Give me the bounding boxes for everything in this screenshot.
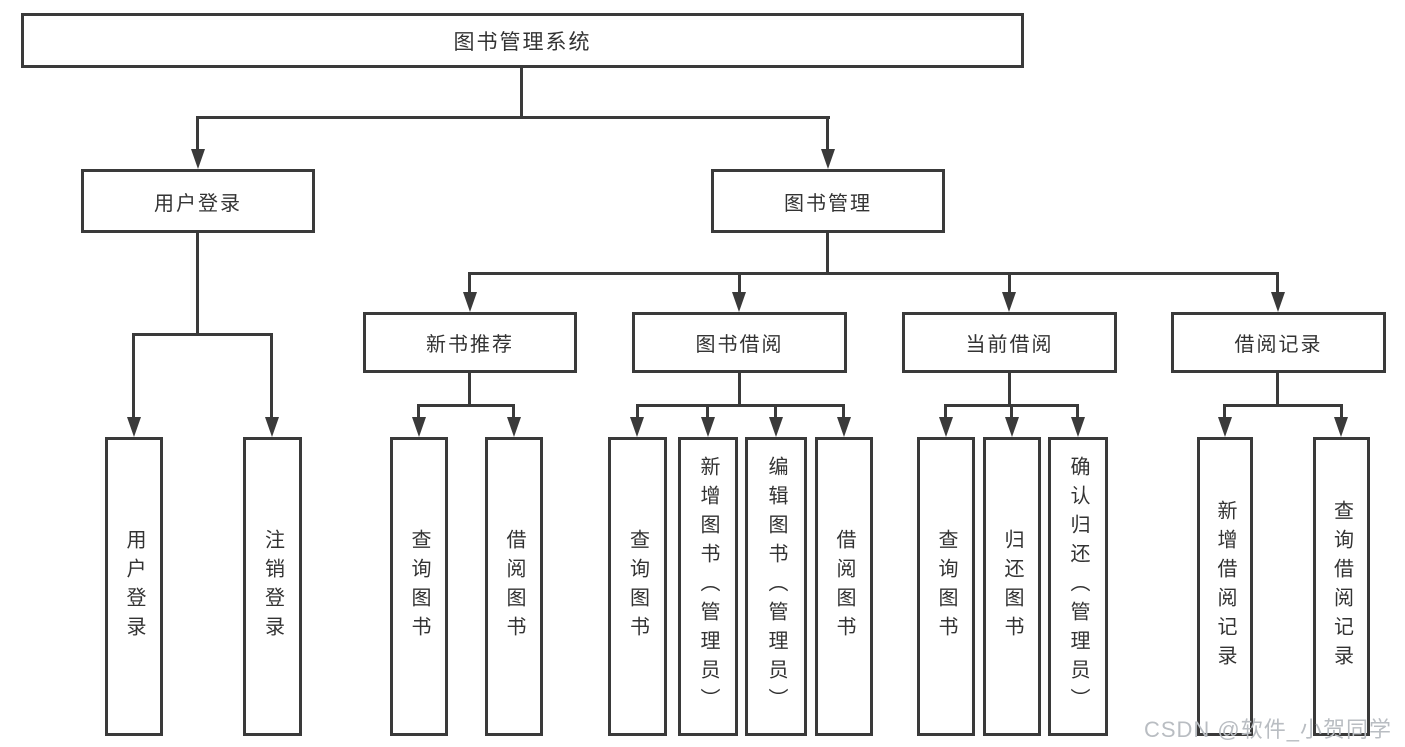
arrowhead-down-icon <box>1071 417 1085 437</box>
arrowhead-down-icon <box>1334 417 1348 437</box>
connector-line <box>132 333 273 336</box>
node-label: 新增图书（管理员） <box>697 456 719 717</box>
connector-line <box>132 333 135 421</box>
arrowhead-down-icon <box>1005 417 1019 437</box>
node-new-book-recommend: 新书推荐 <box>363 312 577 373</box>
node-label: 编辑图书（管理员） <box>765 456 787 717</box>
arrowhead-down-icon <box>939 417 953 437</box>
connector-line <box>738 371 741 407</box>
node-label: 用户登录 <box>123 528 145 645</box>
arrowhead-down-icon <box>1271 292 1285 312</box>
node-label: 借阅图书 <box>503 528 525 645</box>
connector-line <box>826 116 829 156</box>
connector-line <box>1008 371 1011 407</box>
connector-line <box>512 404 515 422</box>
arrowhead-down-icon <box>630 417 644 437</box>
node-leaf-query-books-recommend: 查询图书 <box>390 437 448 736</box>
arrowhead-down-icon <box>1218 417 1232 437</box>
node-book-management: 图书管理 <box>711 169 945 233</box>
arrowhead-down-icon <box>412 417 426 437</box>
arrowhead-down-icon <box>265 417 279 437</box>
node-leaf-query-books-current: 查询图书 <box>917 437 975 736</box>
connector-line <box>196 116 830 119</box>
node-label: 查询图书 <box>935 528 957 645</box>
node-leaf-add-book-admin: 新增图书（管理员） <box>678 437 738 736</box>
node-leaf-return-books: 归还图书 <box>983 437 1041 736</box>
node-label: 新增借阅记录 <box>1214 499 1236 674</box>
arrowhead-down-icon <box>837 417 851 437</box>
node-label: 归还图书 <box>1001 528 1023 645</box>
connector-line <box>738 272 741 298</box>
node-leaf-confirm-return-admin: 确认归还（管理员） <box>1048 437 1108 736</box>
node-current-borrow: 当前借阅 <box>902 312 1117 373</box>
connector-line <box>1223 404 1226 422</box>
node-leaf-user-login: 用户登录 <box>105 437 163 736</box>
connector-line <box>468 272 471 298</box>
node-label: 确认归还（管理员） <box>1067 456 1089 717</box>
connector-line <box>826 230 829 275</box>
node-user-login: 用户登录 <box>81 169 315 233</box>
connector-line <box>944 404 947 422</box>
connector-line <box>1276 371 1279 407</box>
connector-line <box>468 272 1279 275</box>
arrowhead-down-icon <box>769 417 783 437</box>
connector-line <box>468 371 471 407</box>
node-library-system: 图书管理系统 <box>21 13 1024 68</box>
node-label: 查询图书 <box>408 528 430 645</box>
connector-line <box>196 116 199 156</box>
connector-line <box>417 404 420 422</box>
connector-line <box>774 404 777 422</box>
arrowhead-down-icon <box>821 149 835 169</box>
node-borrow-records: 借阅记录 <box>1171 312 1386 373</box>
arrowhead-down-icon <box>463 292 477 312</box>
node-book-borrow: 图书借阅 <box>632 312 847 373</box>
node-leaf-query-borrow-record: 查询借阅记录 <box>1313 437 1370 736</box>
arrowhead-down-icon <box>191 149 205 169</box>
connector-line <box>1008 272 1011 298</box>
node-leaf-borrow-books-recommend: 借阅图书 <box>485 437 543 736</box>
arrowhead-down-icon <box>701 417 715 437</box>
node-leaf-logout: 注销登录 <box>243 437 302 736</box>
connector-line <box>842 404 845 422</box>
connector-line <box>1223 404 1343 407</box>
arrowhead-down-icon <box>732 292 746 312</box>
connector-line <box>1076 404 1079 422</box>
connector-line <box>636 404 845 407</box>
connector-line <box>196 230 199 335</box>
node-label: 查询图书 <box>626 528 649 645</box>
connector-line <box>1010 404 1013 422</box>
connector-line <box>520 66 523 118</box>
arrowhead-down-icon <box>1002 292 1016 312</box>
connector-line <box>270 333 273 421</box>
watermark: CSDN @软件_小贺同学 <box>1143 717 1392 742</box>
connector-line <box>1276 272 1279 298</box>
connector-line <box>636 404 639 422</box>
node-label: 注销登录 <box>261 528 284 645</box>
connector-line <box>1340 404 1343 422</box>
connector-line <box>706 404 709 422</box>
node-leaf-add-borrow-record: 新增借阅记录 <box>1197 437 1253 736</box>
node-leaf-edit-book-admin: 编辑图书（管理员） <box>745 437 807 736</box>
node-label: 查询借阅记录 <box>1330 499 1353 674</box>
arrowhead-down-icon <box>127 417 141 437</box>
node-leaf-query-books-borrow: 查询图书 <box>608 437 667 736</box>
arrowhead-down-icon <box>507 417 521 437</box>
connector-line <box>417 404 515 407</box>
node-label: 借阅图书 <box>833 528 855 645</box>
node-leaf-borrow-books: 借阅图书 <box>815 437 873 736</box>
